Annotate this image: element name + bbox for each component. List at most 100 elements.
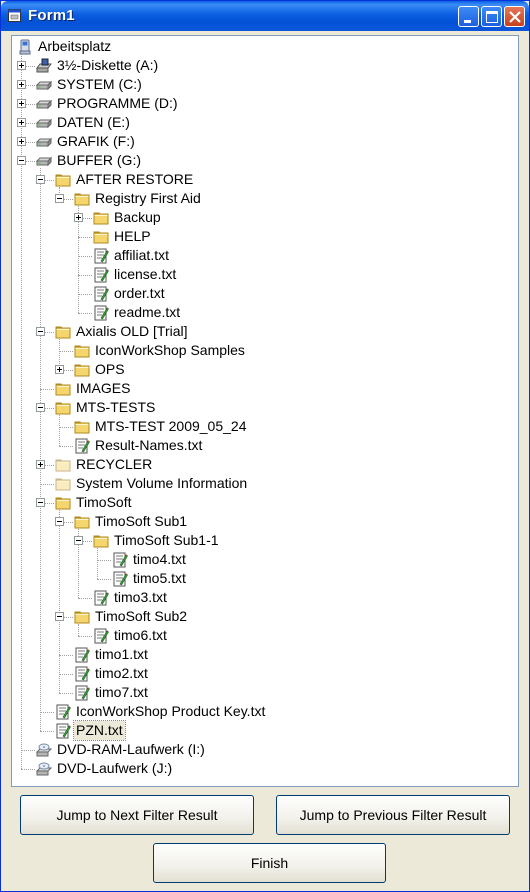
tree-node-axialis-old-trial[interactable]: Axialis OLD [Trial] [12, 322, 518, 341]
tree-connector-line [78, 217, 92, 219]
tree-node-mts-tests[interactable]: MTS-TESTS [12, 398, 518, 417]
tree-node-license-txt[interactable]: license.txt [12, 265, 518, 284]
jump-previous-filter-result-button[interactable]: Jump to Previous Filter Result [276, 795, 510, 835]
collapse-icon[interactable] [17, 156, 26, 165]
hard-drive-icon [35, 134, 53, 150]
tree-connector-line [78, 635, 92, 637]
text-file-icon [93, 248, 109, 264]
tree-connector-line [40, 168, 41, 731]
tree-node-after-restore[interactable]: AFTER RESTORE [12, 170, 518, 189]
tree-node-timosoft-sub2[interactable]: TimoSoft Sub2 [12, 607, 518, 626]
tree-node-recycler[interactable]: RECYCLER [12, 455, 518, 474]
tree-connector-line [21, 65, 35, 67]
collapse-icon[interactable] [74, 536, 83, 545]
tree-node-label: affiliat.txt [114, 247, 169, 263]
tree-node-timosoft-sub1-1[interactable]: TimoSoft Sub1-1 [12, 531, 518, 550]
text-file-icon [112, 552, 128, 568]
tree-node-dvd-ram-laufwerk-i[interactable]: DVD-RAM-Laufwerk (I:) [12, 740, 518, 759]
expand-icon[interactable] [36, 460, 45, 469]
expand-icon[interactable] [17, 118, 26, 127]
collapse-icon[interactable] [55, 517, 64, 526]
tree-connector-line [59, 187, 60, 199]
tree-node-label: GRAFIK (F:) [57, 133, 135, 149]
expand-icon[interactable] [55, 365, 64, 374]
text-file-icon [93, 305, 109, 321]
tree-node-registry-first-aid[interactable]: Registry First Aid [12, 189, 518, 208]
tree-node-label: Axialis OLD [Trial] [76, 323, 188, 339]
tree-node-images[interactable]: IMAGES [12, 379, 518, 398]
tree-node-timo7-txt[interactable]: timo7.txt [12, 683, 518, 702]
tree-node-label: timo7.txt [95, 684, 148, 700]
close-button[interactable] [504, 6, 525, 27]
tree-node-iconworkshop-samples[interactable]: IconWorkShop Samples [12, 341, 518, 360]
tree-node-grafik-f[interactable]: GRAFIK (F:) [12, 132, 518, 151]
tree-connector-line [78, 236, 92, 238]
close-icon [509, 11, 521, 23]
collapse-icon[interactable] [36, 403, 45, 412]
collapse-icon[interactable] [55, 612, 64, 621]
tree-node-readme-txt[interactable]: readme.txt [12, 303, 518, 322]
tree-node-buffer-g[interactable]: BUFFER (G:) [12, 151, 518, 170]
tree-node-system-c[interactable]: SYSTEM (C:) [12, 75, 518, 94]
collapse-icon[interactable] [55, 194, 64, 203]
tree-node-mts-test-2009-05-24[interactable]: MTS-TEST 2009_05_24 [12, 417, 518, 436]
tree-node-label: PROGRAMME (D:) [57, 95, 178, 111]
tree-node-dvd-laufwerk-j[interactable]: DVD-Laufwerk (J:) [12, 759, 518, 778]
tree-node-timo1-txt[interactable]: timo1.txt [12, 645, 518, 664]
tree-node-timo4-txt[interactable]: timo4.txt [12, 550, 518, 569]
maximize-button[interactable] [481, 6, 502, 27]
tree-node-result-names-txt[interactable]: Result-Names.txt [12, 436, 518, 455]
tree-node-label: SYSTEM (C:) [57, 76, 142, 92]
tree-connector-line [78, 206, 79, 313]
tree-node-label: timo5.txt [133, 570, 186, 586]
tree-node-timo5-txt[interactable]: timo5.txt [12, 569, 518, 588]
tree-node-iconworkshop-product-key-txt[interactable]: IconWorkShop Product Key.txt [12, 702, 518, 721]
folder-icon [55, 324, 71, 340]
tree-node-help[interactable]: HELP [12, 227, 518, 246]
tree-node-timosoft[interactable]: TimoSoft [12, 493, 518, 512]
tree-node-label: TimoSoft Sub1-1 [114, 532, 219, 548]
collapse-icon[interactable] [36, 175, 45, 184]
expand-icon[interactable] [17, 80, 26, 89]
tree-node-affiliat-txt[interactable]: affiliat.txt [12, 246, 518, 265]
title-bar[interactable]: Form1 [1, 1, 529, 31]
expand-icon[interactable] [17, 137, 26, 146]
tree-node-timosoft-sub1[interactable]: TimoSoft Sub1 [12, 512, 518, 531]
expand-icon[interactable] [17, 61, 26, 70]
folder-icon [55, 495, 71, 511]
tree-node-label: AFTER RESTORE [76, 171, 194, 187]
tree-node-3-diskette-a[interactable]: 3½-Diskette (A:) [12, 56, 518, 75]
folder-icon [55, 381, 71, 397]
tree-connector-line [40, 730, 54, 732]
tree-connector-line [21, 768, 35, 770]
folder-icon [55, 400, 71, 416]
tree-node-pzn-txt[interactable]: PZN.txt [12, 720, 518, 741]
tree-node-system-volume-information[interactable]: System Volume Information [12, 474, 518, 493]
tree-node-label: readme.txt [114, 304, 181, 320]
tree-node-order-txt[interactable]: order.txt [12, 284, 518, 303]
folder-icon [93, 229, 109, 245]
tree-node-timo6-txt[interactable]: timo6.txt [12, 626, 518, 645]
tree-node-arbeitsplatz[interactable]: Arbeitsplatz [12, 37, 518, 56]
minimize-button[interactable] [458, 6, 479, 27]
expand-icon[interactable] [17, 99, 26, 108]
folder-icon [74, 609, 90, 625]
collapse-icon[interactable] [36, 498, 45, 507]
tree-node-daten-e[interactable]: DATEN (E:) [12, 113, 518, 132]
collapse-icon[interactable] [36, 327, 45, 336]
tree-node-ops[interactable]: OPS [12, 360, 518, 379]
tree-connector-line [59, 521, 73, 523]
tree-node-programme-d[interactable]: PROGRAMME (D:) [12, 94, 518, 113]
tree-connector-line [21, 749, 35, 751]
hard-drive-icon [35, 77, 53, 93]
tree-node-timo3-txt[interactable]: timo3.txt [12, 588, 518, 607]
tree-node-backup[interactable]: Backup [12, 208, 518, 227]
tree-node-timo2-txt[interactable]: timo2.txt [12, 664, 518, 683]
expand-icon[interactable] [74, 213, 83, 222]
jump-next-filter-result-button[interactable]: Jump to Next Filter Result [20, 795, 254, 835]
finish-button[interactable]: Finish [153, 843, 386, 883]
folder-icon [55, 172, 71, 188]
tree-connector-line [59, 673, 73, 675]
